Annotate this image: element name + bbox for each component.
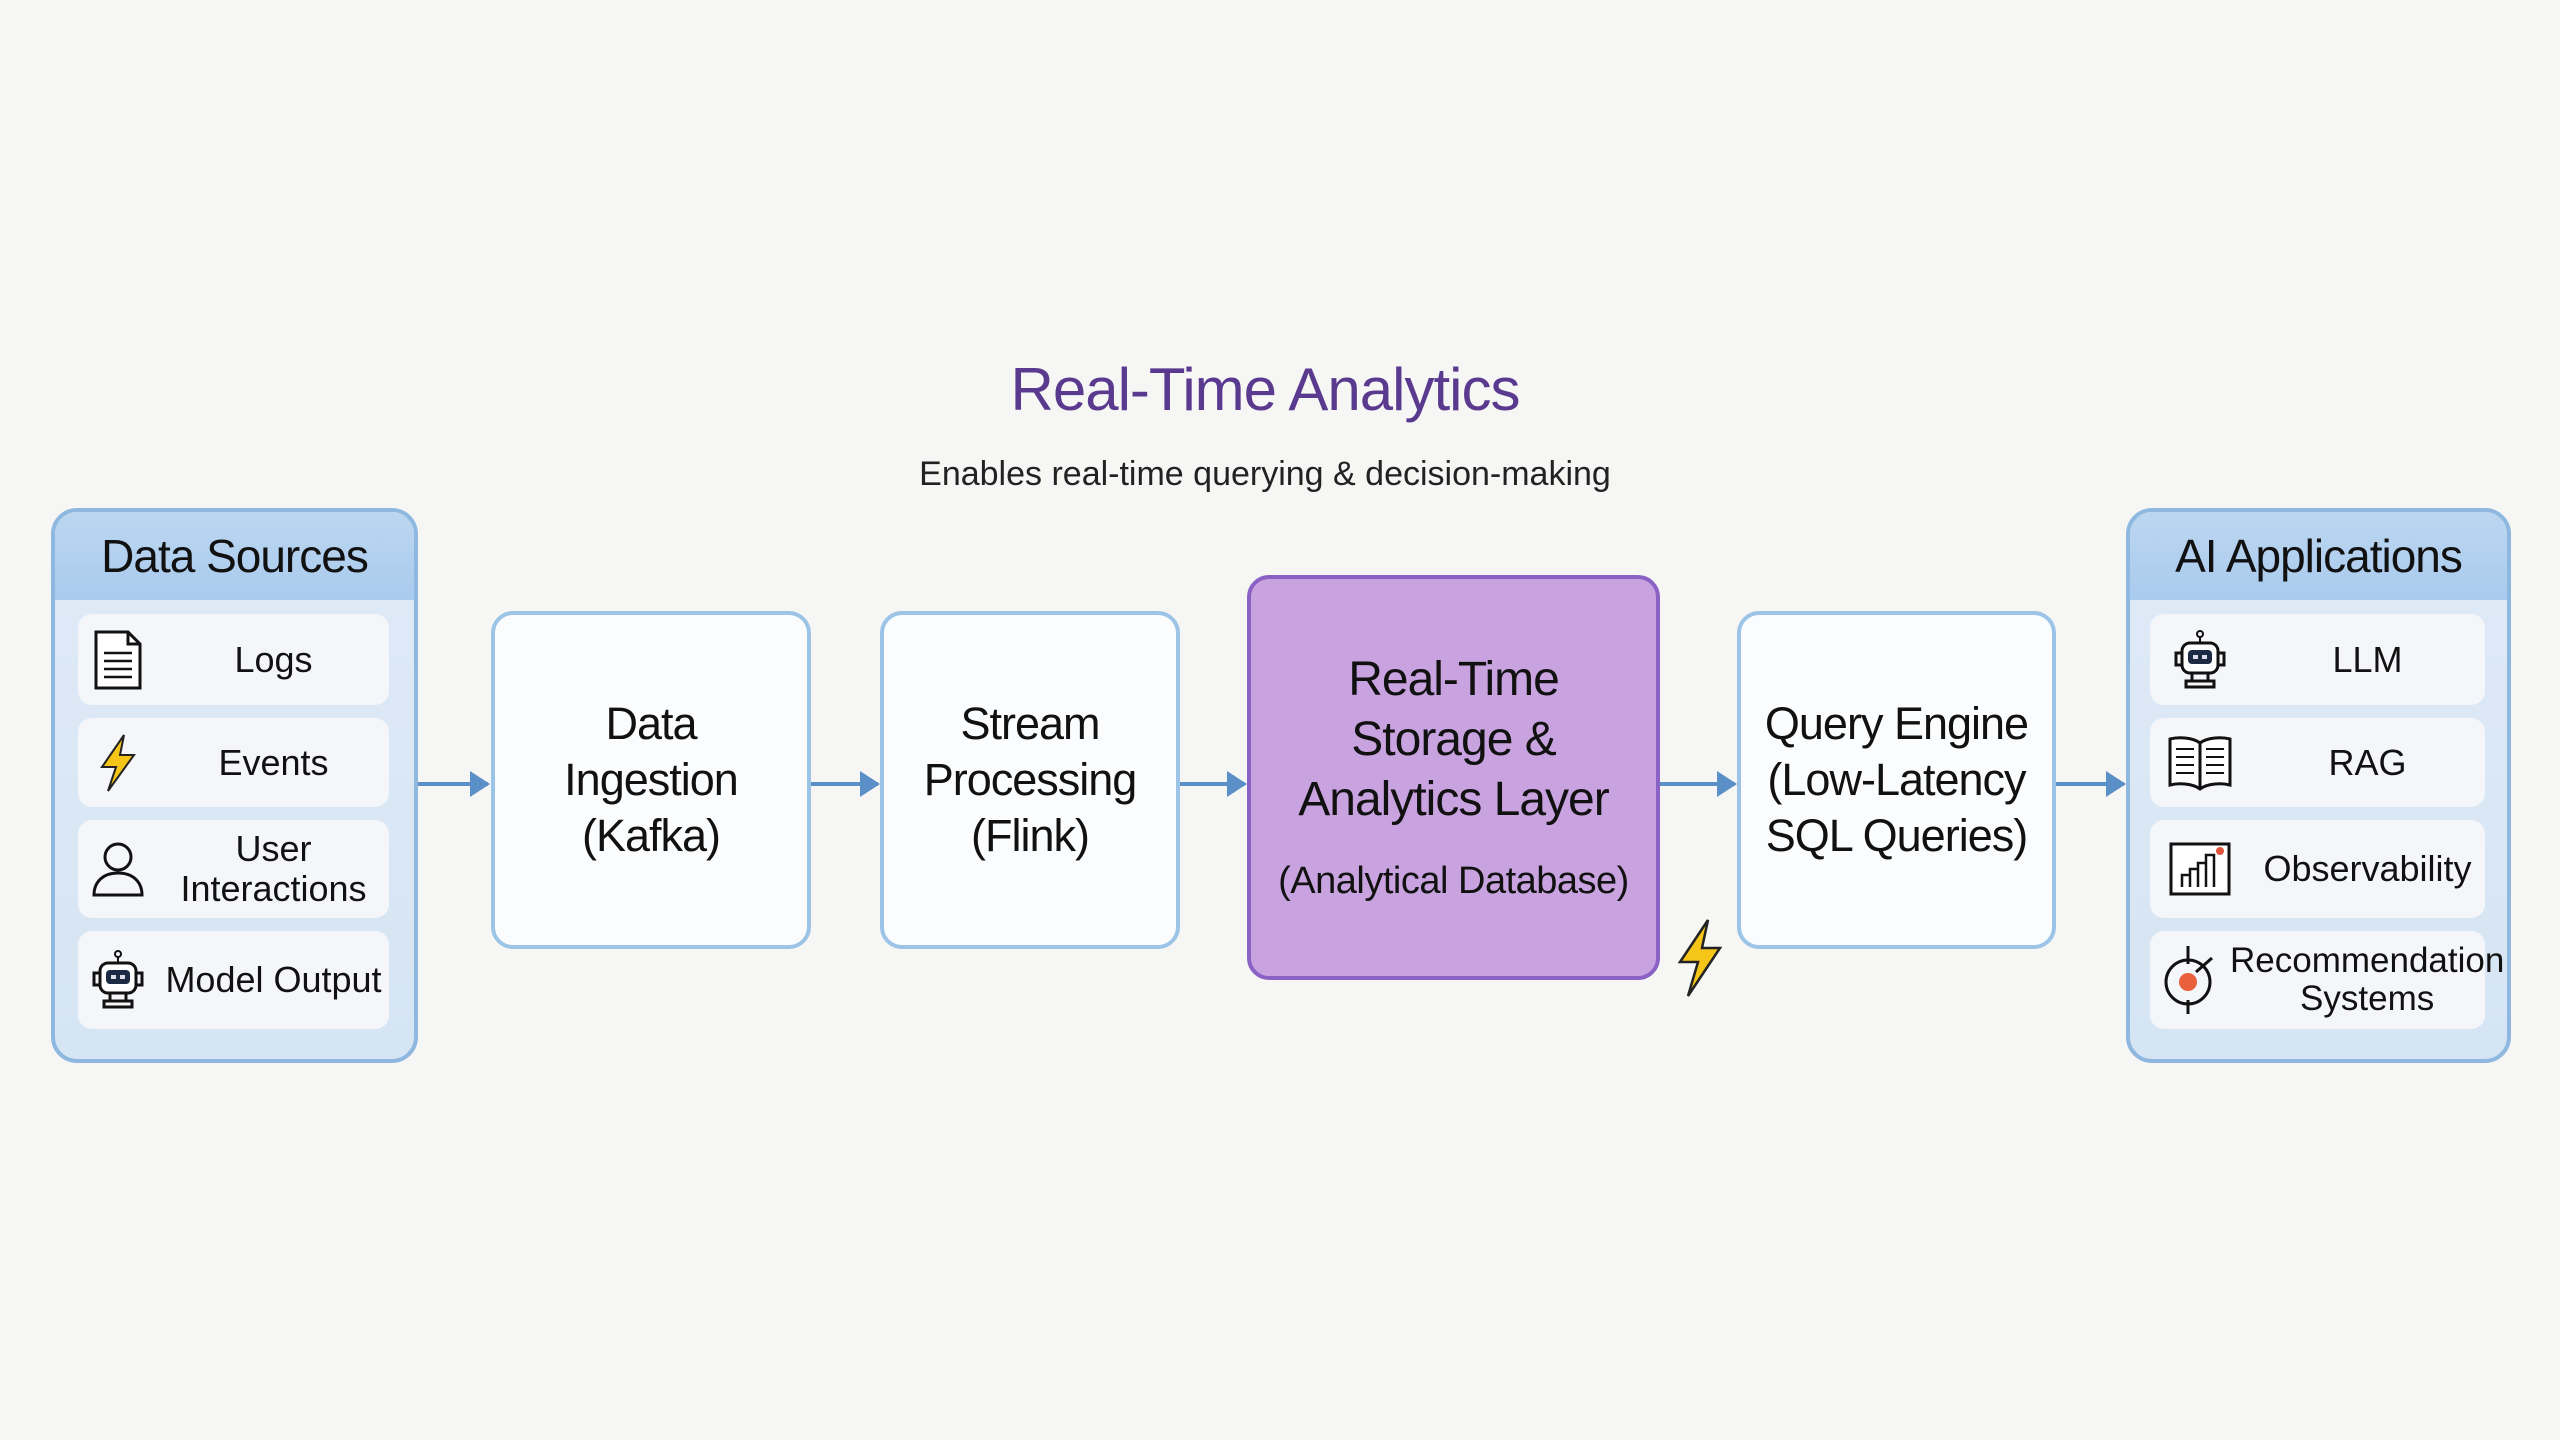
app-item-recommendation-systems: Recommendation Systems <box>2150 931 2504 1029</box>
arrow <box>418 771 490 797</box>
robot-icon <box>2150 629 2250 691</box>
stream-processing-box: Stream Processing (Flink) <box>880 611 1180 949</box>
diagram-subtitle: Enables real-time querying & decision-ma… <box>919 455 1611 493</box>
app-label: Observability <box>2263 848 2472 890</box>
query-engine-box: Query Engine (Low-Latency SQL Queries) <box>1737 611 2056 949</box>
arrow <box>1180 771 1247 797</box>
diagram-title: Real-Time Analytics <box>1010 356 1521 423</box>
ai-applications-header: AI Applications <box>2130 512 2507 600</box>
target-icon <box>2150 944 2230 1016</box>
app-label: LLM <box>2332 638 2403 680</box>
arrow <box>2056 771 2126 797</box>
source-item-events: Events <box>78 718 389 807</box>
source-label: Logs <box>234 638 313 680</box>
source-item-model-output: Model Output <box>78 931 389 1029</box>
box-label: Stream Processing (Flink) <box>923 697 1138 862</box>
box-label: Data Ingestion (Kafka) <box>564 697 739 862</box>
app-label: Recommendation Systems <box>2230 940 2505 1018</box>
user-icon <box>78 839 158 899</box>
arrow <box>811 771 880 797</box>
app-item-llm: LLM <box>2150 614 2485 705</box>
source-label: User Interactions <box>180 828 367 909</box>
box-label: Query Engine (Low-Latency SQL Queries) <box>1764 697 2029 862</box>
source-item-logs: Logs <box>78 614 389 705</box>
app-label: RAG <box>2328 741 2407 783</box>
app-item-observability: Observability <box>2150 820 2485 918</box>
robot-icon <box>78 949 158 1011</box>
chart-icon <box>2150 841 2250 897</box>
arrow <box>1660 771 1737 797</box>
app-item-rag: RAG <box>2150 718 2485 807</box>
lightning-icon <box>78 733 158 793</box>
box-sublabel: (Analytical Database) <box>1278 859 1629 902</box>
source-label: Model Output <box>165 959 382 1001</box>
lightning-icon <box>1676 918 1723 1003</box>
document-icon <box>78 629 158 691</box>
source-item-user-interactions: User Interactions <box>78 820 389 918</box>
book-icon <box>2150 733 2250 793</box>
data-sources-header: Data Sources <box>55 512 414 600</box>
data-ingestion-box: Data Ingestion (Kafka) <box>491 611 811 949</box>
box-label: Real-Time Storage & Analytics Layer <box>1298 652 1609 826</box>
source-label: Events <box>218 741 329 783</box>
storage-analytics-box: Real-Time Storage & Analytics Layer (Ana… <box>1247 575 1660 980</box>
